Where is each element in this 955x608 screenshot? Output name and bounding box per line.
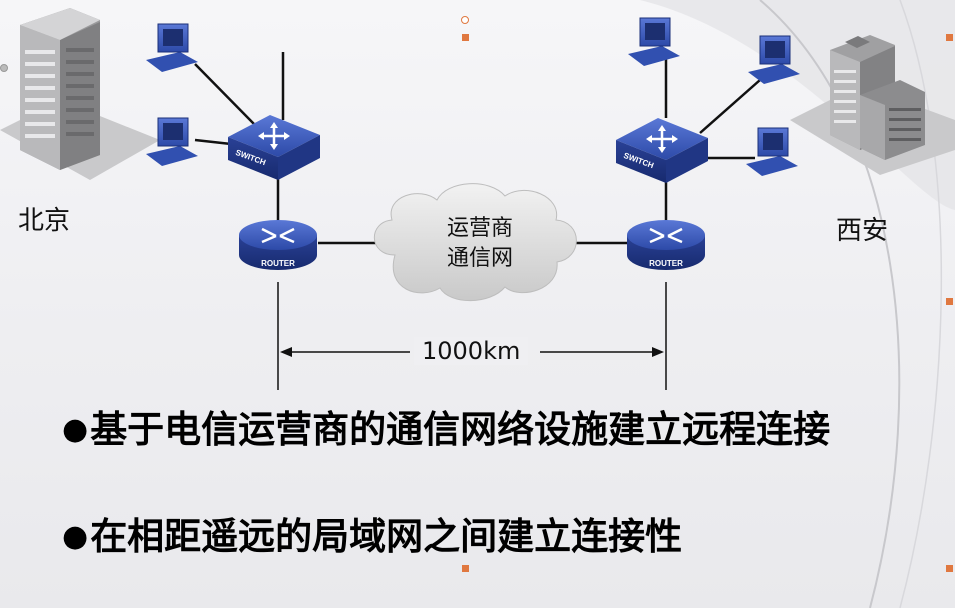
pc-icon-right-top <box>628 17 680 66</box>
selection-handle-right[interactable] <box>946 298 953 305</box>
pc-icon-right-middle <box>748 35 800 84</box>
router-icon-left: ROUTER <box>239 220 317 270</box>
bullet-dot-icon: ● <box>62 412 89 447</box>
selection-handle-bottom[interactable] <box>462 565 469 572</box>
switch-icon-right: SWITCH <box>616 118 708 183</box>
selection-handle-top[interactable] <box>462 34 469 41</box>
bullet-text-2: 在相距遥远的局域网之间建立连接性 <box>90 515 683 558</box>
distance-indicator <box>277 282 667 390</box>
cloud-label-line-2: 通信网 <box>446 246 513 271</box>
selection-handle-left[interactable] <box>0 64 8 72</box>
selection-handle-top-right[interactable] <box>946 34 953 41</box>
connection-lines <box>194 52 761 245</box>
arrowhead-left <box>280 347 292 357</box>
pc-icon-left-bottom <box>146 117 198 166</box>
pc-icon-right-bottom <box>746 127 798 176</box>
office-building-right <box>790 35 955 175</box>
router-text-left: ROUTER <box>261 259 295 268</box>
bullet-dot-icon: ● <box>62 519 89 554</box>
distance-label: 1000km <box>414 337 529 365</box>
bullet-item-2: ●在相距遥远的局域网之间建立连接性 <box>62 512 892 562</box>
bullet-text-1: 基于电信运营商的通信网络设施建立远程连接 <box>90 408 831 451</box>
carrier-network-cloud <box>373 183 577 302</box>
selection-handle-bottom-right[interactable] <box>946 565 953 572</box>
arrowhead-right <box>652 347 664 357</box>
background-curve-line <box>759 0 901 608</box>
router-text-right: ROUTER <box>649 259 683 268</box>
background-curve-line-2 <box>899 0 943 608</box>
bullet-item-1: ●基于电信运营商的通信网络设施建立远程连接 <box>62 405 892 455</box>
cloud-label: 运营商 通信网 <box>420 214 540 274</box>
office-building-left <box>0 8 160 180</box>
site-label-beijing: 北京 <box>18 206 71 236</box>
rotate-handle-icon[interactable] <box>461 16 469 24</box>
switch-icon-left: SWITCH <box>228 115 320 180</box>
router-icon-right: ROUTER <box>627 220 705 270</box>
pc-icon-left-top <box>146 23 198 72</box>
cloud-label-line-1: 运营商 <box>446 216 513 241</box>
site-label-xian: 西安 <box>836 216 889 246</box>
